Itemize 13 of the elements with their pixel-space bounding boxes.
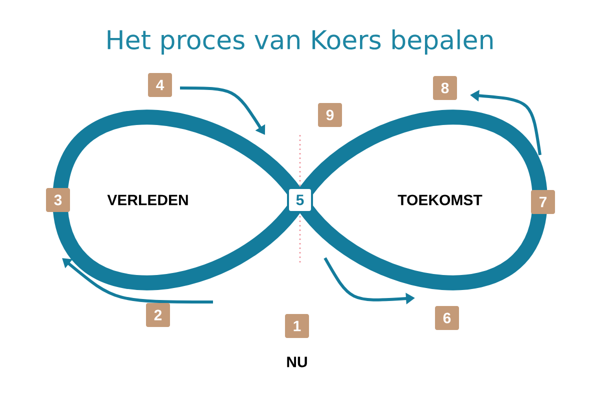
number-box: 8: [433, 76, 457, 100]
phase-label: NU: [287, 356, 307, 368]
phase-label: TOEKOMST: [398, 194, 482, 206]
phase-label: VERLEDEN: [107, 194, 188, 206]
number-box: 3: [46, 188, 70, 212]
number-box: 5: [287, 187, 313, 213]
number-box: 9: [318, 103, 342, 127]
number-box: 7: [531, 190, 555, 214]
number-box: 2: [146, 303, 170, 327]
number-box: 1: [285, 314, 309, 338]
number-box: 4: [148, 73, 172, 97]
number-box: 6: [435, 306, 459, 330]
title: Het proces van Koers bepalen: [108, 29, 493, 55]
